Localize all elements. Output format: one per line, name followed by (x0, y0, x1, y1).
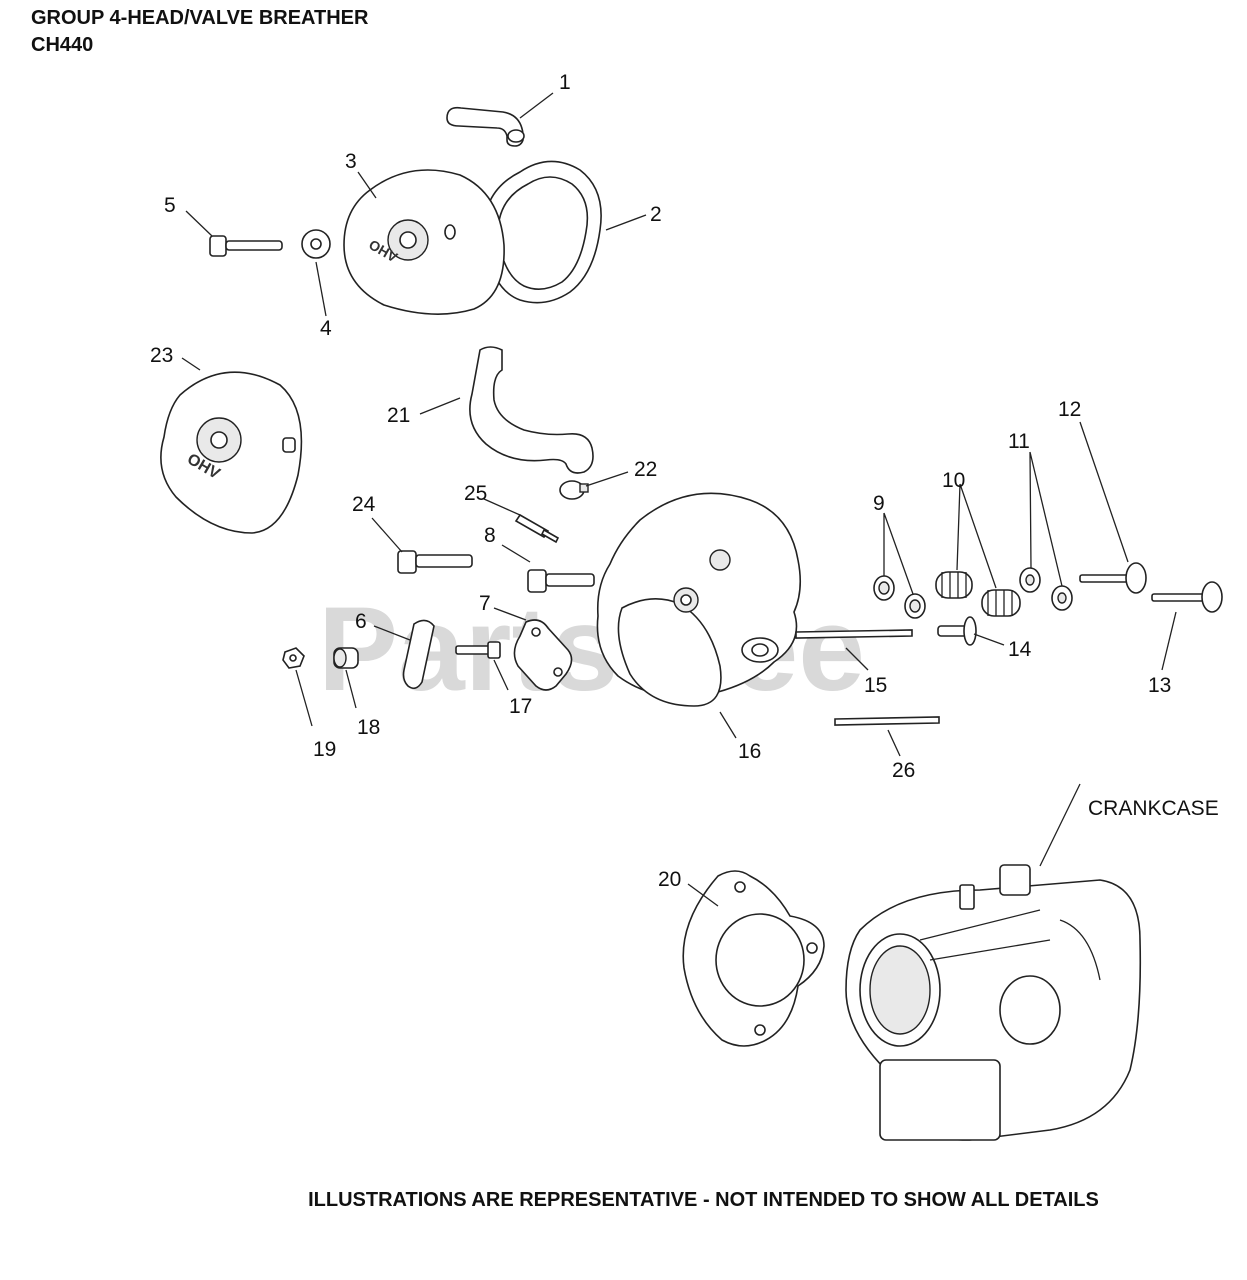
part-26-push-rod[interactable] (834, 716, 940, 726)
callout-22: 22 (634, 458, 657, 481)
callout-14: 14 (1008, 638, 1032, 661)
callout-5: 5 (164, 194, 176, 217)
callout-18: 18 (357, 716, 380, 739)
callout-8: 8 (484, 524, 496, 547)
footer-note: ILLUSTRATIONS ARE REPRESENTATIVE - NOT I… (308, 1189, 1099, 1211)
part-17-rocker-stud[interactable] (455, 641, 501, 659)
part-1-breather-hose[interactable] (446, 106, 525, 147)
part-12-exhaust-valve[interactable] (1079, 562, 1147, 594)
part-18-rocker-pivot[interactable] (333, 647, 359, 669)
part-22-hose-clamp[interactable] (559, 480, 589, 500)
leader-lines (181, 92, 1177, 907)
callout-12: 12 (1058, 398, 1081, 421)
page-title: GROUP 4-HEAD/VALVE BREATHER (31, 7, 369, 29)
part-14-valve-tappet[interactable] (937, 616, 977, 646)
part-19-nut[interactable] (282, 647, 305, 669)
callout-15: 15 (864, 674, 887, 697)
part-6-rocker-arm[interactable] (402, 619, 435, 690)
callout-23: 23 (150, 344, 173, 367)
part-8-head-bolt[interactable] (527, 569, 595, 593)
callout-10: 10 (942, 469, 965, 492)
callout-13: 13 (1148, 674, 1171, 697)
part-3-valve-cover[interactable]: OHV (343, 169, 505, 315)
part-24-head-bolt[interactable] (397, 550, 473, 574)
callout-2: 2 (650, 203, 662, 226)
callout-24: 24 (352, 493, 376, 516)
part-7-push-rod-guide[interactable] (513, 619, 573, 691)
callout-7: 7 (479, 592, 491, 615)
callout-17: 17 (509, 695, 532, 718)
part-9-spring-retainer[interactable] (873, 575, 926, 619)
model-number: CH440 (31, 34, 94, 56)
part-10-valve-spring[interactable] (935, 571, 1021, 617)
part-21-breather-tube[interactable] (469, 346, 594, 474)
callout-1: 1 (559, 71, 571, 94)
part-15-push-rod[interactable] (795, 629, 913, 639)
part-11-valve-cap[interactable] (1019, 567, 1073, 611)
part-25-breather-fitting[interactable] (514, 513, 560, 544)
part-20-head-gasket[interactable] (682, 870, 825, 1047)
callout-3: 3 (345, 150, 357, 173)
part-4-washer[interactable] (301, 229, 331, 259)
part-23-valve-cover-alternate[interactable]: OHV (160, 371, 303, 534)
callout-9: 9 (873, 492, 885, 515)
callout-labels: 1 2 3 4 5 6 7 8 9 10 11 12 13 14 15 16 1… (150, 71, 1219, 891)
part-16-cylinder-head[interactable] (596, 492, 802, 707)
part-2-cover-gasket[interactable] (482, 160, 602, 304)
part-13-intake-valve[interactable] (1151, 581, 1223, 613)
callout-26: 26 (892, 759, 915, 782)
callout-20: 20 (658, 868, 681, 891)
part-5-screw[interactable] (209, 235, 283, 257)
callout-25: 25 (464, 482, 487, 505)
callout-21: 21 (387, 404, 410, 427)
callout-19: 19 (313, 738, 336, 761)
callout-16: 16 (738, 740, 761, 763)
crankcase[interactable] (845, 864, 1142, 1141)
callout-4: 4 (320, 317, 332, 340)
callout-crankcase: CRANKCASE (1088, 797, 1219, 820)
callout-11: 11 (1008, 430, 1030, 453)
callout-6: 6 (355, 610, 367, 633)
